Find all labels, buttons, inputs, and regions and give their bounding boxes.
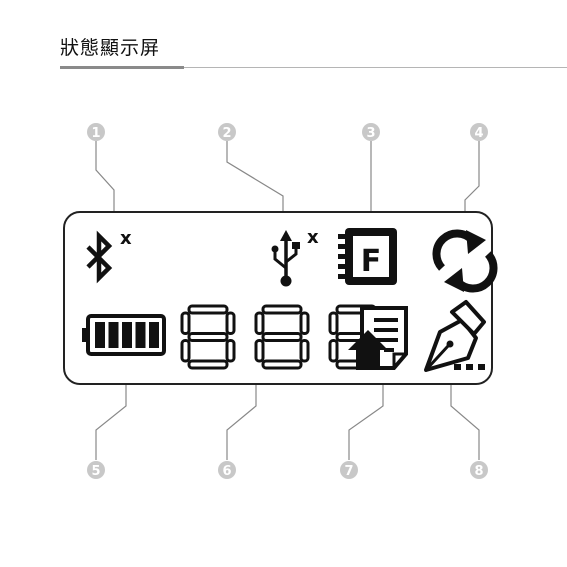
segment bbox=[189, 334, 227, 341]
battery-bars bbox=[95, 322, 159, 348]
segment bbox=[301, 313, 308, 334]
leader-line-5 bbox=[96, 384, 126, 460]
callout-1-label: 1 bbox=[91, 126, 100, 141]
format-memory-icon: F bbox=[338, 228, 397, 285]
segment bbox=[182, 313, 189, 334]
battery-bar bbox=[109, 322, 119, 348]
leader-line-6 bbox=[227, 384, 256, 460]
leader-line-2 bbox=[227, 141, 283, 212]
segment bbox=[263, 306, 301, 313]
callout-4: 4 bbox=[470, 123, 488, 141]
callout-8: 8 bbox=[470, 461, 488, 479]
callout-6: 6 bbox=[218, 461, 236, 479]
battery-bar bbox=[122, 322, 132, 348]
callout-5: 5 bbox=[87, 461, 105, 479]
callout-6-label: 6 bbox=[222, 464, 231, 479]
callout-8-label: 8 bbox=[474, 464, 483, 479]
segment bbox=[227, 341, 234, 362]
callout-3-label: 3 bbox=[366, 126, 375, 141]
bluetooth-x-mark: x bbox=[120, 228, 132, 249]
segment bbox=[330, 313, 337, 334]
segment bbox=[227, 313, 234, 334]
leader-line-7 bbox=[349, 384, 383, 460]
leader-line-8 bbox=[451, 384, 479, 460]
callout-2-label: 2 bbox=[222, 126, 231, 141]
callout-4-label: 4 bbox=[474, 126, 483, 141]
segment bbox=[301, 341, 308, 362]
leader-line-1 bbox=[96, 141, 114, 212]
battery-bar bbox=[149, 322, 159, 348]
segment bbox=[256, 341, 263, 362]
battery-bar bbox=[95, 322, 105, 348]
segment bbox=[330, 341, 337, 362]
segment bbox=[182, 341, 189, 362]
callout-7: 7 bbox=[340, 461, 358, 479]
segment bbox=[263, 334, 301, 341]
leader-line-4 bbox=[465, 141, 479, 212]
battery-bar bbox=[136, 322, 146, 348]
callout-5-label: 5 bbox=[91, 464, 100, 479]
callout-1: 1 bbox=[87, 123, 105, 141]
segment bbox=[189, 361, 227, 368]
usb-x-mark: x bbox=[307, 227, 319, 248]
callout-2: 2 bbox=[218, 123, 236, 141]
segment bbox=[263, 361, 301, 368]
callout-3: 3 bbox=[362, 123, 380, 141]
format-letter: F bbox=[361, 244, 382, 279]
segment bbox=[189, 306, 227, 313]
callout-7-label: 7 bbox=[344, 464, 353, 479]
segment bbox=[256, 313, 263, 334]
battery-icon bbox=[82, 316, 164, 354]
